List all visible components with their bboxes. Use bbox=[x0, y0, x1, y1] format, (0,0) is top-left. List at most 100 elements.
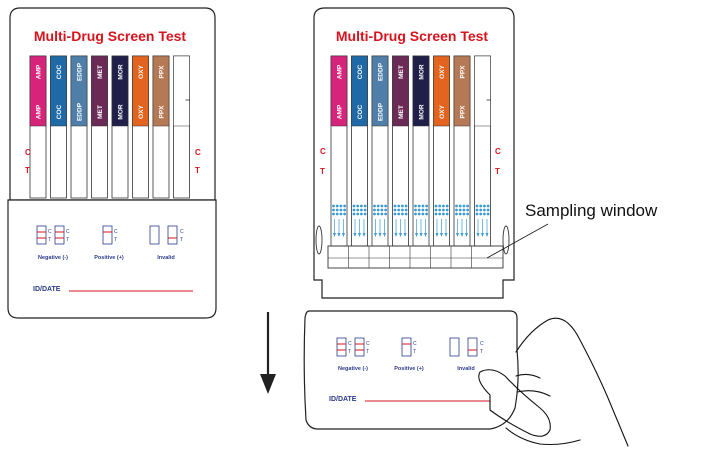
right-strip-label: MOR bbox=[419, 104, 426, 119]
right-sample-drop bbox=[486, 212, 490, 216]
svg-text:T: T bbox=[480, 349, 483, 355]
right-sample-drop bbox=[434, 204, 438, 208]
right-strip-label-top: MET bbox=[398, 65, 405, 79]
right-flow-arrow-head bbox=[465, 233, 468, 237]
right-card-title: Multi-Drug Screen Test bbox=[336, 28, 489, 44]
right-t-label-2: T bbox=[495, 167, 500, 176]
right-sample-drop bbox=[475, 204, 479, 208]
svg-text:C: C bbox=[66, 229, 70, 235]
right-sample-drop bbox=[339, 204, 343, 208]
svg-text:C: C bbox=[180, 229, 184, 235]
right-sample-drop bbox=[455, 204, 458, 208]
right-sample-drop bbox=[397, 204, 401, 208]
svg-text:T: T bbox=[366, 349, 369, 355]
right-flow-arrow-head bbox=[419, 233, 423, 237]
right-sample-drop bbox=[425, 212, 428, 216]
lower-detached-card: C T C T Negative (-) C T Positive (+) C … bbox=[303, 310, 519, 430]
right-flow-arrow-head bbox=[456, 233, 459, 237]
left-strip-label-top: AMP bbox=[36, 64, 43, 79]
right-sample-drop bbox=[373, 212, 376, 216]
right-sample-drop bbox=[380, 208, 384, 212]
right-sample-drop bbox=[393, 212, 397, 216]
right-sample-drop bbox=[376, 204, 380, 208]
right-flow-arrow-head bbox=[481, 233, 484, 237]
right-strip-met: MET MET bbox=[392, 55, 409, 247]
right-strip-label-top: AMP bbox=[337, 64, 344, 79]
callout-leader-line bbox=[486, 223, 549, 259]
right-strip-amp: AMP AMP bbox=[330, 55, 348, 247]
left-strip-label-top: COC bbox=[56, 64, 63, 79]
right-sample-drop bbox=[445, 212, 449, 216]
right-flow-arrow-head bbox=[440, 233, 443, 237]
right-flow-arrow-head bbox=[353, 233, 357, 237]
left-strip-label-top: PPX bbox=[159, 65, 166, 79]
right-sample-drop bbox=[393, 208, 397, 212]
right-strip-label: OXY bbox=[439, 104, 446, 118]
right-strip-label-top: PPX bbox=[460, 65, 467, 79]
right-sample-drop bbox=[458, 208, 462, 212]
right-strip-label-top: MOR bbox=[419, 64, 426, 79]
left-strip-label: MOR bbox=[118, 104, 125, 119]
right-flow-arrow-head bbox=[333, 233, 336, 237]
left-legend-negative: C T C T Negative (-) bbox=[36, 225, 70, 261]
right-sample-drop bbox=[486, 204, 490, 208]
right-sample-drop bbox=[384, 212, 387, 216]
right-sample-drop bbox=[380, 212, 384, 216]
right-sample-drop bbox=[356, 204, 360, 208]
left-strip-label-top: MOR bbox=[118, 64, 125, 79]
left-strip-label: AMP bbox=[36, 104, 43, 119]
left-card-title: Multi-Drug Screen Test bbox=[34, 28, 187, 44]
left-strip-label: EDDP bbox=[77, 102, 84, 121]
right-sample-drop bbox=[414, 208, 417, 212]
right-flow-arrow-head bbox=[337, 233, 341, 237]
lower-positive-label: Positive (+) bbox=[394, 366, 424, 372]
right-sample-drop bbox=[479, 212, 483, 216]
svg-text:C: C bbox=[114, 229, 118, 235]
right-sample-drop bbox=[380, 204, 384, 208]
right-sample-drop bbox=[458, 204, 462, 208]
right-sample-drop bbox=[434, 208, 438, 212]
svg-text:C: C bbox=[348, 341, 352, 347]
right-sample-drop bbox=[442, 212, 445, 216]
right-sample-drop bbox=[466, 208, 469, 212]
right-sample-drop bbox=[462, 204, 466, 208]
right-sample-drop bbox=[434, 212, 438, 216]
right-strip-label-top: OXY bbox=[439, 64, 446, 78]
right-strip-label-top: COC bbox=[357, 64, 364, 79]
right-sample-drop bbox=[479, 204, 483, 208]
svg-text:T: T bbox=[348, 349, 351, 355]
left-strip-blank bbox=[173, 55, 190, 199]
right-sample-drop bbox=[455, 212, 458, 216]
right-strip-label: AMP bbox=[337, 104, 344, 119]
right-flow-arrow-head bbox=[383, 233, 386, 237]
right-flow-arrow-head bbox=[374, 233, 377, 237]
left-strip-label: MET bbox=[97, 105, 104, 119]
right-flow-arrow-head bbox=[476, 233, 480, 237]
right-sample-drop bbox=[442, 204, 445, 208]
right-strip-label: MET bbox=[398, 105, 405, 119]
left-positive-label: Positive (+) bbox=[94, 255, 124, 261]
right-sample-drop bbox=[445, 204, 449, 208]
left-strip-label: COC bbox=[56, 104, 63, 119]
right-sample-drop bbox=[343, 208, 346, 212]
right-sample-drop bbox=[335, 208, 339, 212]
right-sample-drop bbox=[404, 208, 408, 212]
right-sample-drop bbox=[421, 204, 425, 208]
right-sample-drop bbox=[421, 212, 425, 216]
sampling-window-callout: Sampling window bbox=[486, 201, 658, 259]
right-flow-arrow-head bbox=[435, 233, 439, 237]
left-strip-group: AMPAMPCOCCOCEDDPEDDPMETMETMORMOROXYOXYPP… bbox=[29, 55, 190, 199]
right-sample-drop bbox=[442, 208, 445, 212]
right-sample-drop bbox=[384, 204, 387, 208]
right-sample-drop bbox=[479, 208, 483, 212]
left-strip-coc: COC COC bbox=[50, 55, 67, 199]
svg-text:T: T bbox=[180, 237, 183, 243]
right-sample-drop bbox=[466, 204, 469, 208]
right-sample-drop bbox=[483, 212, 486, 216]
right-sample-drop bbox=[356, 212, 360, 216]
